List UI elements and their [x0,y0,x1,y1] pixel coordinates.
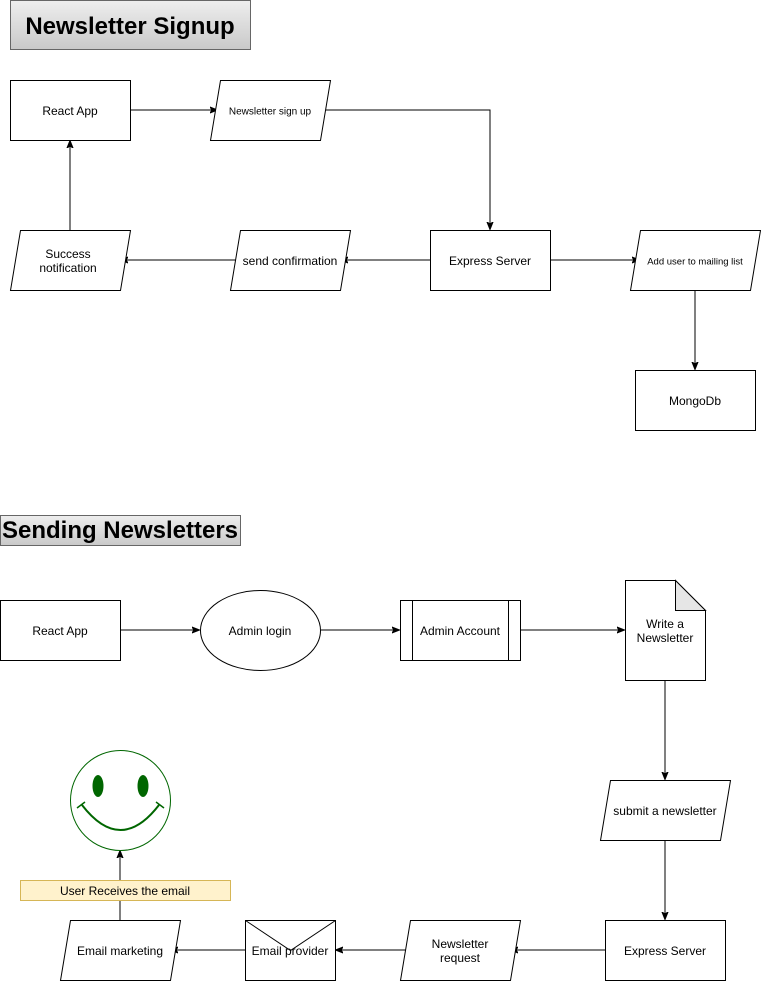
node-label: React App [32,624,88,638]
node-email-marketing[interactable]: Email marketing [59,920,182,981]
section-title-signup: Newsletter Signup [10,0,251,50]
node-mongodb[interactable]: MongoDb [635,370,756,431]
section-title-text: Sending Newsletters [2,517,238,544]
node-submit-newsletter[interactable]: submit a newsletter [599,780,732,841]
note-user-receives-email: User Receives the email [20,880,231,901]
node-express-server-2[interactable]: Express Server [605,920,726,981]
smiley-icon [70,750,171,851]
node-newsletter-request[interactable]: Newsletter request [399,920,522,981]
node-send-confirmation[interactable]: send confirmation [229,230,352,291]
node-success-notification[interactable]: Success notification [9,230,132,291]
node-admin-login[interactable]: Admin login [200,590,321,671]
node-label-line2: Newsletter [637,631,694,645]
node-label: Email marketing [77,944,163,958]
sending-edges [120,630,665,950]
node-label: submit a newsletter [613,804,716,818]
node-label: MongoDb [669,394,721,408]
node-email-provider[interactable]: Email provider [245,920,336,981]
node-label-line2: request [440,951,481,965]
node-write-newsletter[interactable]: Write a Newsletter [625,579,707,681]
section-title-sending: Sending Newsletters [0,515,241,546]
node-newsletter-signup[interactable]: Newsletter sign up [209,80,332,141]
node-express-server[interactable]: Express Server [430,230,551,291]
node-label-line2: notification [39,261,96,275]
node-label: Admin Account [420,624,501,638]
node-label: Admin login [229,624,292,638]
node-label: Express Server [624,944,706,958]
node-add-user-mailing-list[interactable]: Add user to mailing list [629,230,761,291]
section-newsletter-signup: Newsletter Signup React App Newsletter s… [9,0,761,431]
node-label: Express Server [449,254,531,268]
section-sending-newsletters: Sending Newsletters React App Admin logi… [0,515,732,981]
node-label: Newsletter sign up [229,107,312,118]
edge-signup-to-express [322,109,490,229]
node-react-app[interactable]: React App [10,80,131,141]
node-react-app-2[interactable]: React App [0,600,121,661]
envelope-icon [245,920,336,952]
node-label-line1: Success [45,247,90,261]
signup-edges [70,110,695,369]
node-label-line1: Write a [646,617,684,631]
node-label-line1: Newsletter [432,937,489,951]
note-label: User Receives the email [60,884,190,898]
node-label: Email provider [252,944,329,958]
node-label: Add user to mailing list [647,257,743,268]
node-admin-account[interactable]: Admin Account [400,600,521,661]
section-title-text: Newsletter Signup [25,13,234,40]
node-label: React App [42,104,98,118]
node-label: send confirmation [243,254,338,268]
